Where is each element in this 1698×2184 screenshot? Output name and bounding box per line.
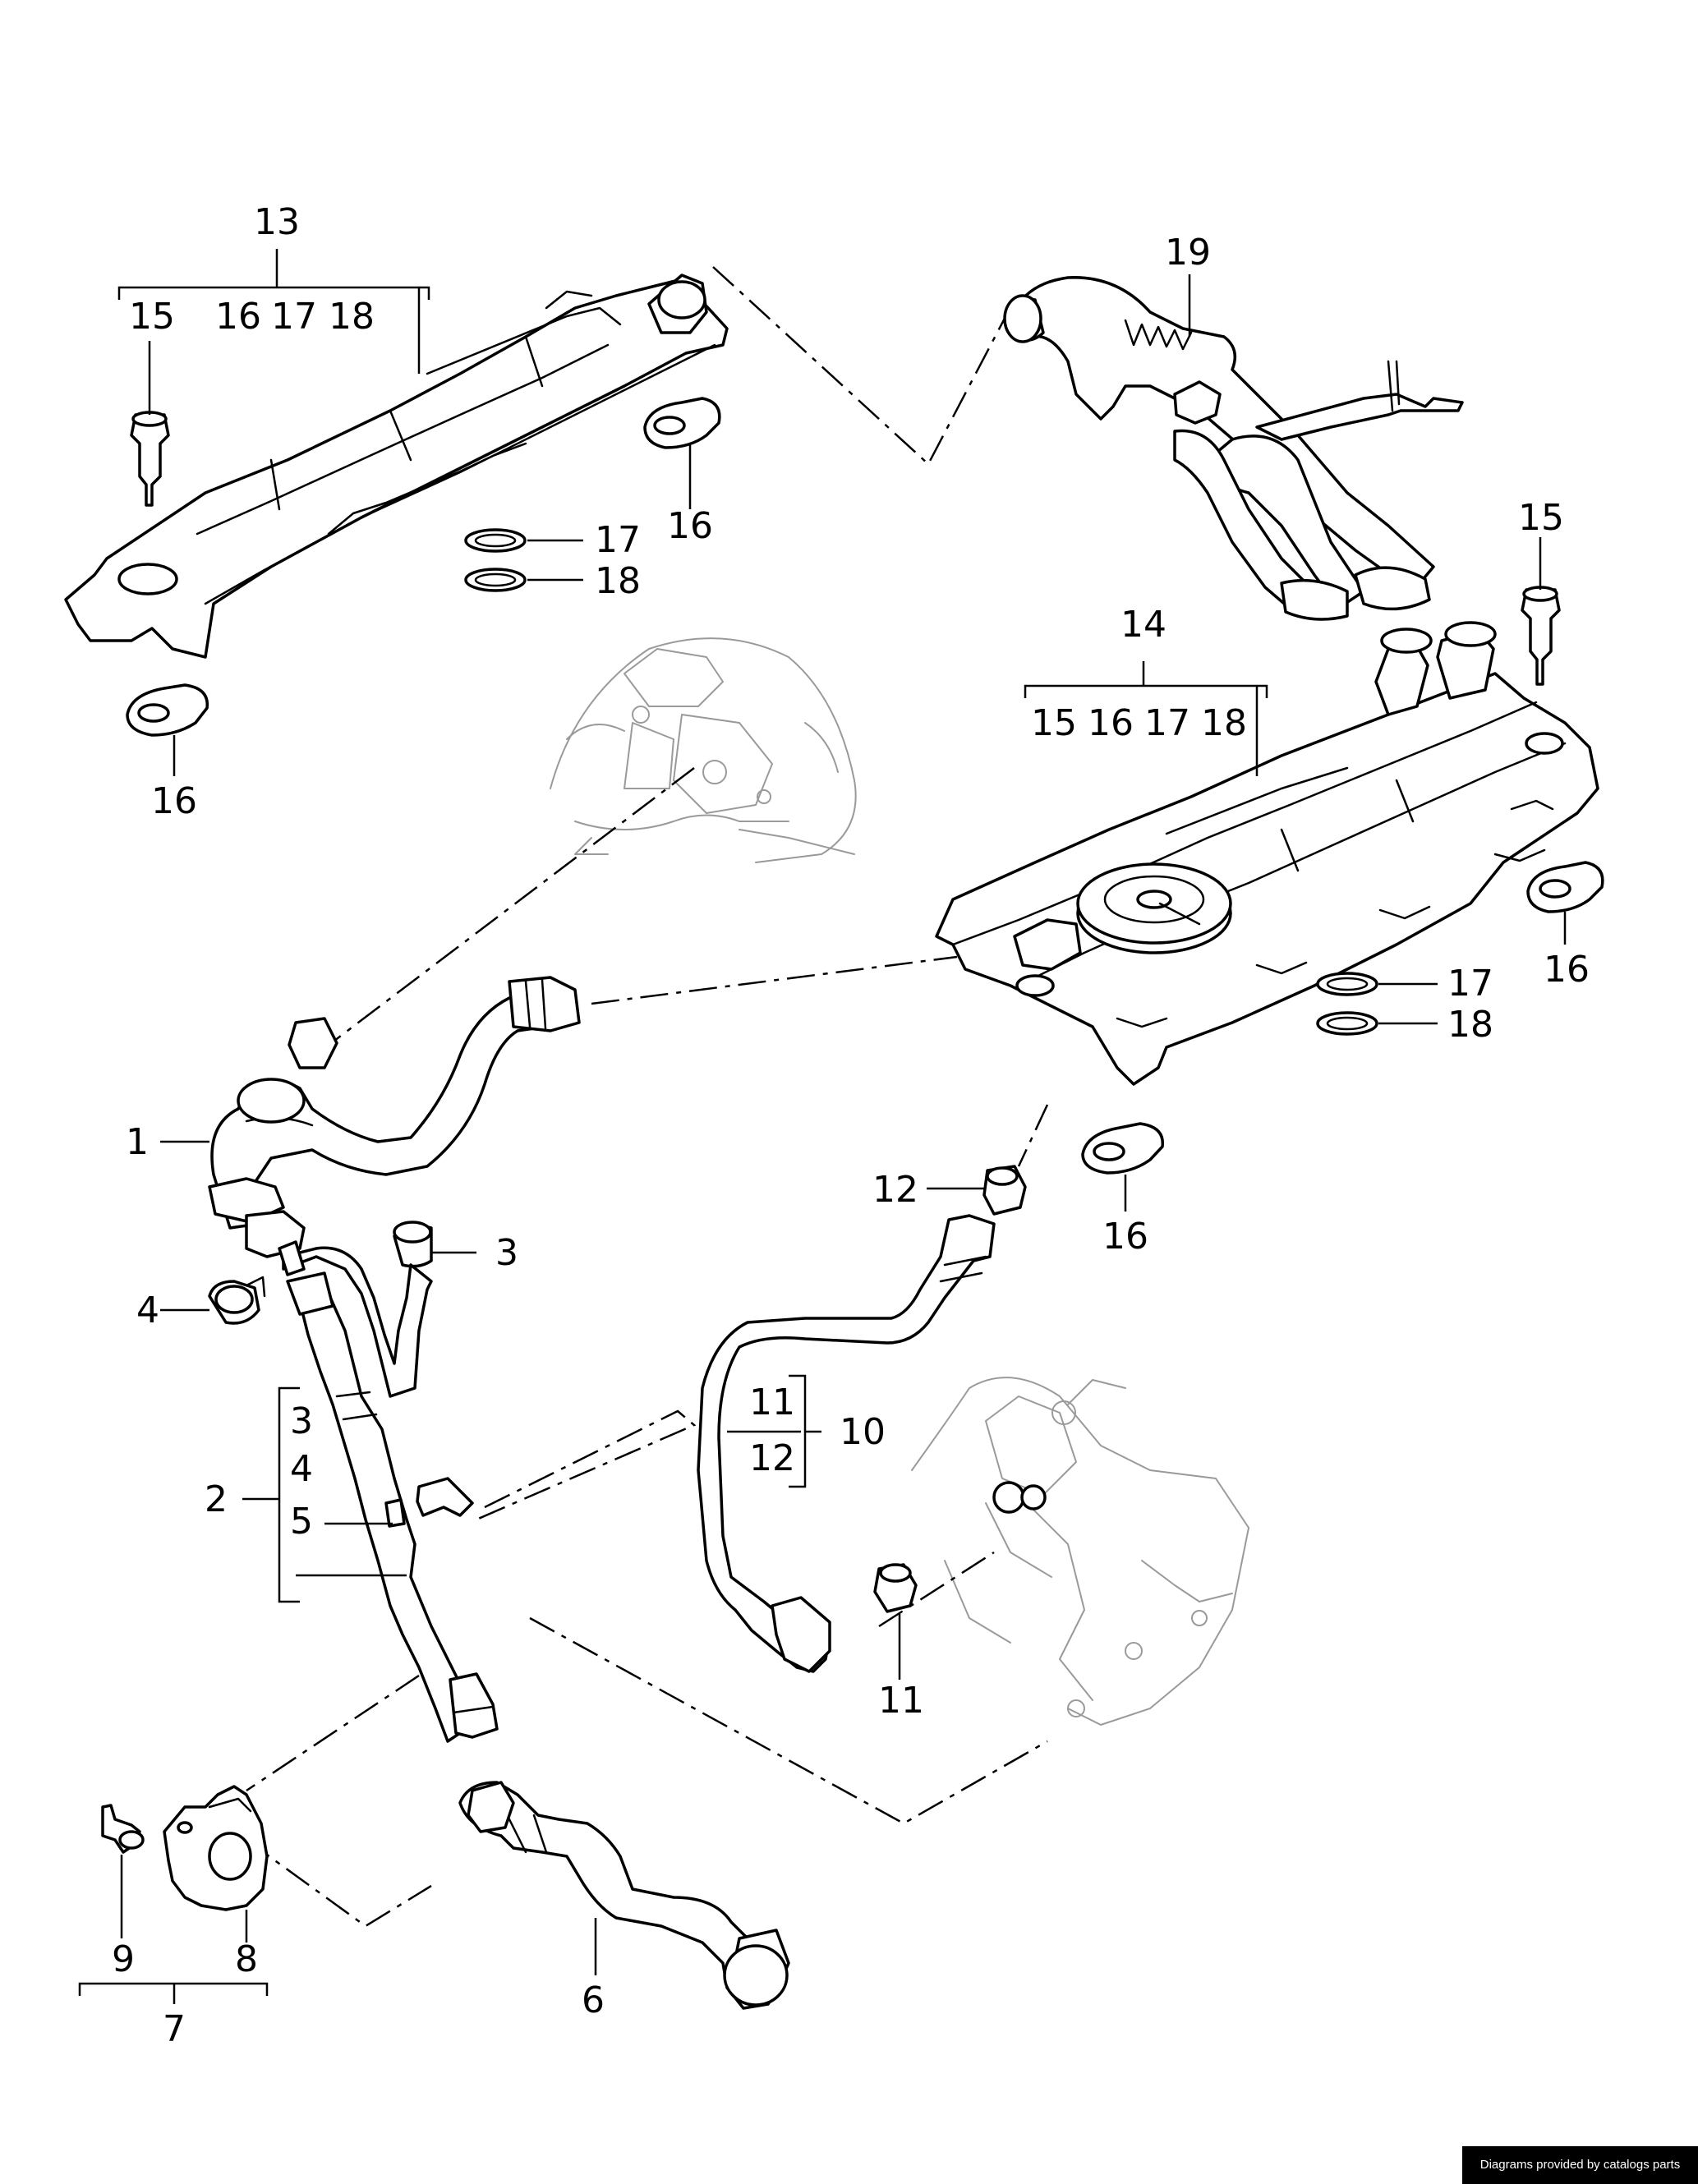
callout-17: 17 [1447,963,1493,1005]
callout-17: 17 [595,519,641,561]
callout-leader-lines [78,249,1567,2004]
callout-4: 4 [290,1448,313,1490]
part-12-clamp [982,1165,1027,1216]
part-8-bracket [163,1785,269,1911]
callout-10: 10 [840,1411,886,1453]
part-18-seal-right [1316,1011,1378,1036]
callout-4: 4 [136,1290,159,1331]
callout-5: 5 [290,1501,313,1543]
callout-16: 16 [667,505,713,547]
callout-3: 3 [495,1232,518,1274]
part-16-grommet-right-bottom [1081,1122,1164,1175]
callout-18: 18 [1447,1004,1493,1046]
callout-17: 17 [271,296,317,338]
callout-13: 13 [254,201,300,243]
callout-labels: 13 15 16 17 18 16 17 18 16 19 15 14 15 1… [112,201,1590,2050]
callout-16: 16 [1544,949,1590,991]
callout-11: 11 [749,1382,795,1423]
callout-6: 6 [582,1979,605,2021]
callout-12: 12 [749,1437,795,1479]
engine-block-sketch-lower [911,1377,1249,1726]
callout-3: 3 [290,1400,313,1442]
callout-16: 16 [1102,1216,1148,1258]
assembly-guide-lines [246,266,1049,1928]
diagram-credit-banner: Diagrams provided by catalogs parts [1462,2146,1698,2184]
part-15-bolt-left [130,411,170,507]
part-14-rail-cover-right [935,621,1599,1086]
part-11-clamp [873,1563,918,1613]
callout-17: 17 [1144,702,1190,744]
callout-16: 16 [1088,702,1134,744]
part-2-vent-tube [278,1240,499,1743]
part-6-lower-hose [458,1781,790,2010]
part-17-seal-left [464,528,527,553]
callout-14: 14 [1120,604,1167,646]
part-4-clamp [208,1276,266,1325]
callout-18: 18 [595,560,641,602]
part-17-seal-right [1316,972,1378,996]
part-16-grommet-right-top [1526,861,1604,913]
callout-7: 7 [163,2008,186,2050]
callout-15: 15 [1518,497,1564,539]
callout-18: 18 [329,296,375,338]
callout-8: 8 [235,1938,258,1980]
part-18-seal-left [464,568,527,592]
callout-12: 12 [872,1169,918,1211]
part-1-breather-hose [208,976,581,1258]
part-15-bolt-right [1521,586,1561,686]
callout-1: 1 [126,1121,149,1163]
callout-15: 15 [129,296,175,338]
callout-18: 18 [1201,702,1247,744]
part-3-clamp [393,1221,433,1268]
callout-9: 9 [112,1938,135,1980]
callout-11: 11 [878,1680,924,1722]
callout-2: 2 [205,1478,228,1520]
callout-16: 16 [151,780,197,822]
callout-19: 19 [1165,232,1211,274]
part-9-clip [101,1804,145,1854]
callout-15: 15 [1031,702,1077,744]
part-13-rail-cover-left [64,274,729,659]
part-10-tube [697,1214,996,1673]
part-16-grommet-left-bottom [126,683,209,737]
engine-block-sketch-upper [550,637,857,863]
callout-16: 16 [215,296,261,338]
part-16-grommet-left-top [643,397,721,449]
part-19-crossover-hose [1003,276,1464,621]
